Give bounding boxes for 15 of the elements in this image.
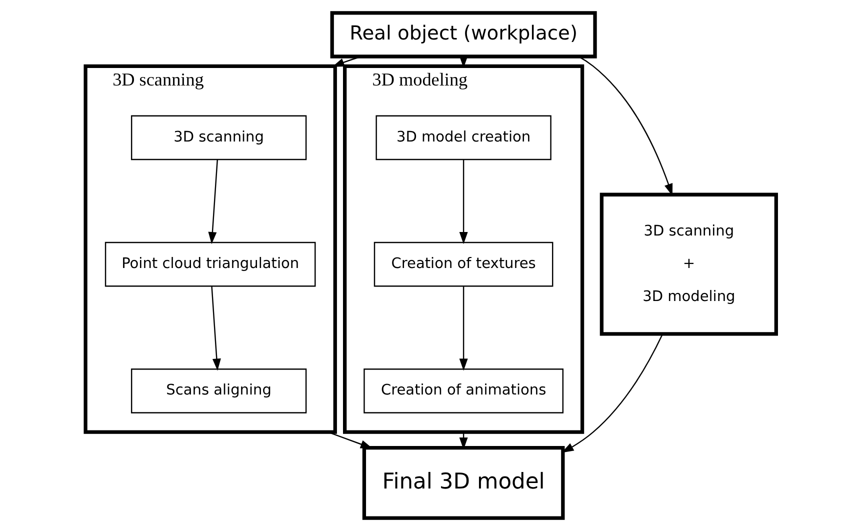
arrow bbox=[578, 56, 673, 196]
node-box: Scans aligning bbox=[130, 368, 307, 414]
node-box: 3D scanning + 3D modeling bbox=[600, 192, 778, 336]
arrow bbox=[211, 286, 221, 371]
node-box: Point cloud triangulation bbox=[104, 242, 316, 287]
arrow bbox=[459, 160, 468, 244]
arrow bbox=[328, 432, 373, 448]
node-box: Creation of animations bbox=[364, 368, 564, 414]
node-box: Final 3D model bbox=[362, 446, 565, 520]
arrow bbox=[562, 334, 664, 453]
node-box: 3D model creation bbox=[376, 115, 552, 160]
node-box: 3D scanning bbox=[130, 115, 307, 160]
arrow bbox=[459, 286, 468, 371]
node-box: Creation of textures bbox=[374, 242, 554, 287]
arrow bbox=[208, 160, 218, 244]
